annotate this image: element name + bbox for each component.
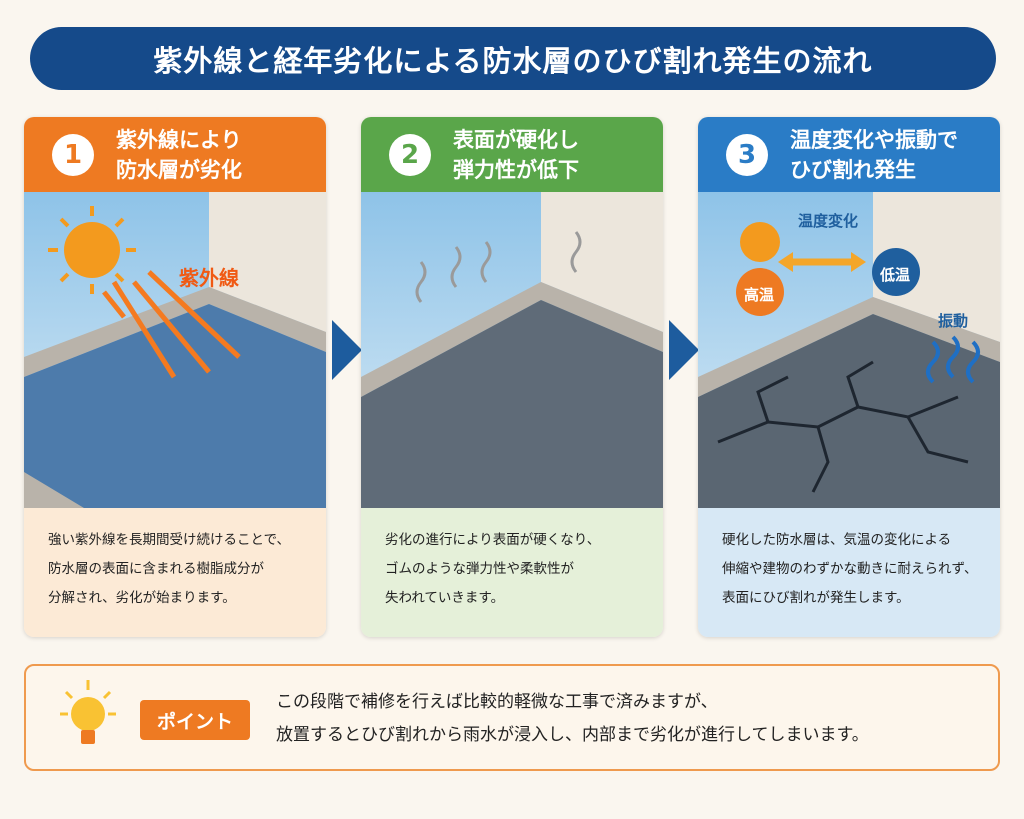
next-arrow-icon (332, 320, 362, 380)
step-3-panel: 3 温度変化や振動でひび割れ発生 温度変化 高温 低温 振動 硬化した防水層は、… (698, 117, 1000, 637)
hardened-surface-illustration (361, 192, 663, 508)
description-line: 硬化した防水層は、気温の変化による (722, 532, 952, 548)
crack-illustration: 温度変化 高温 低温 振動 (698, 192, 1000, 508)
point-text: この段階で補修を行えば比較的軽微な工事で済みますが、 (276, 692, 718, 712)
description-line: 防水層の表面に含まれる樹脂成分が (48, 561, 264, 577)
step-number: 2 (389, 133, 431, 176)
step-description: 硬化した防水層は、気温の変化による伸縮や建物のわずかな動きに耐えられず、表面にひ… (698, 508, 1000, 637)
description-line: 強い紫外線を長期間受け続けることで、 (48, 532, 291, 548)
page-title: 紫外線と経年劣化による防水層のひび割れ発生の流れ (30, 27, 996, 90)
step-heading: 弾力性が低下 (453, 157, 579, 182)
description-line: ゴムのような弾力性や柔軟性が (385, 561, 574, 577)
step-heading: 表面が硬化し (453, 127, 579, 152)
sun-icon (740, 222, 780, 262)
step-number: 1 (52, 133, 94, 176)
step-heading: 温度変化や振動で (790, 127, 958, 152)
uv-rays (102, 270, 241, 379)
step-2-panel: 2 表面が硬化し弾力性が低下 劣化の進行により表面が硬くなり、ゴムのような弾力性… (361, 117, 663, 637)
description-line: 伸縮や建物のわずかな動きに耐えられず、 (722, 561, 978, 577)
step-1-panel: 1 紫外線により防水層が劣化 紫外線 強い紫外線を長期間受け続けることで、防水層… (24, 117, 326, 637)
uv-illustration: 紫外線 (24, 192, 326, 508)
heat-waves-icon (415, 231, 582, 303)
cracks (717, 360, 969, 493)
step-3-header: 3 温度変化や振動でひび割れ発生 (698, 117, 1000, 192)
step-1-header: 1 紫外線により防水層が劣化 (24, 117, 326, 192)
description-line: 劣化の進行により表面が硬くなり、 (385, 532, 601, 548)
temp-change-label: 温度変化 (798, 212, 859, 230)
point-text: 放置するとひび割れから雨水が浸入し、内部まで劣化が進行してしまいます。 (276, 725, 869, 745)
vibration-icon (926, 335, 980, 384)
sun-icon (48, 206, 136, 294)
step-heading: 防水層が劣化 (116, 157, 242, 182)
vibration-label: 振動 (938, 312, 969, 330)
next-arrow-icon (669, 320, 699, 380)
step-number: 3 (726, 133, 768, 176)
high-temp-label: 高温 (744, 286, 775, 304)
description-line: 表面にひび割れが発生します。 (722, 590, 910, 606)
low-temp-label: 低温 (880, 266, 911, 284)
step-heading: ひび割れ発生 (790, 157, 916, 182)
step-heading: 紫外線により (116, 127, 242, 152)
uv-label: 紫外線 (179, 266, 239, 290)
lightbulb-icon (60, 680, 116, 744)
point-box: ポイント この段階で補修を行えば比較的軽微な工事で済みますが、放置するとひび割れ… (24, 664, 1000, 771)
step-description: 劣化の進行により表面が硬くなり、ゴムのような弾力性や柔軟性が失われていきます。 (361, 508, 663, 637)
step-2-header: 2 表面が硬化し弾力性が低下 (361, 117, 663, 192)
step-description: 強い紫外線を長期間受け続けることで、防水層の表面に含まれる樹脂成分が分解され、劣… (24, 508, 326, 637)
description-line: 分解され、劣化が始まります。 (48, 590, 236, 606)
point-badge: ポイント (140, 700, 250, 740)
description-line: 失われていきます。 (385, 590, 505, 606)
